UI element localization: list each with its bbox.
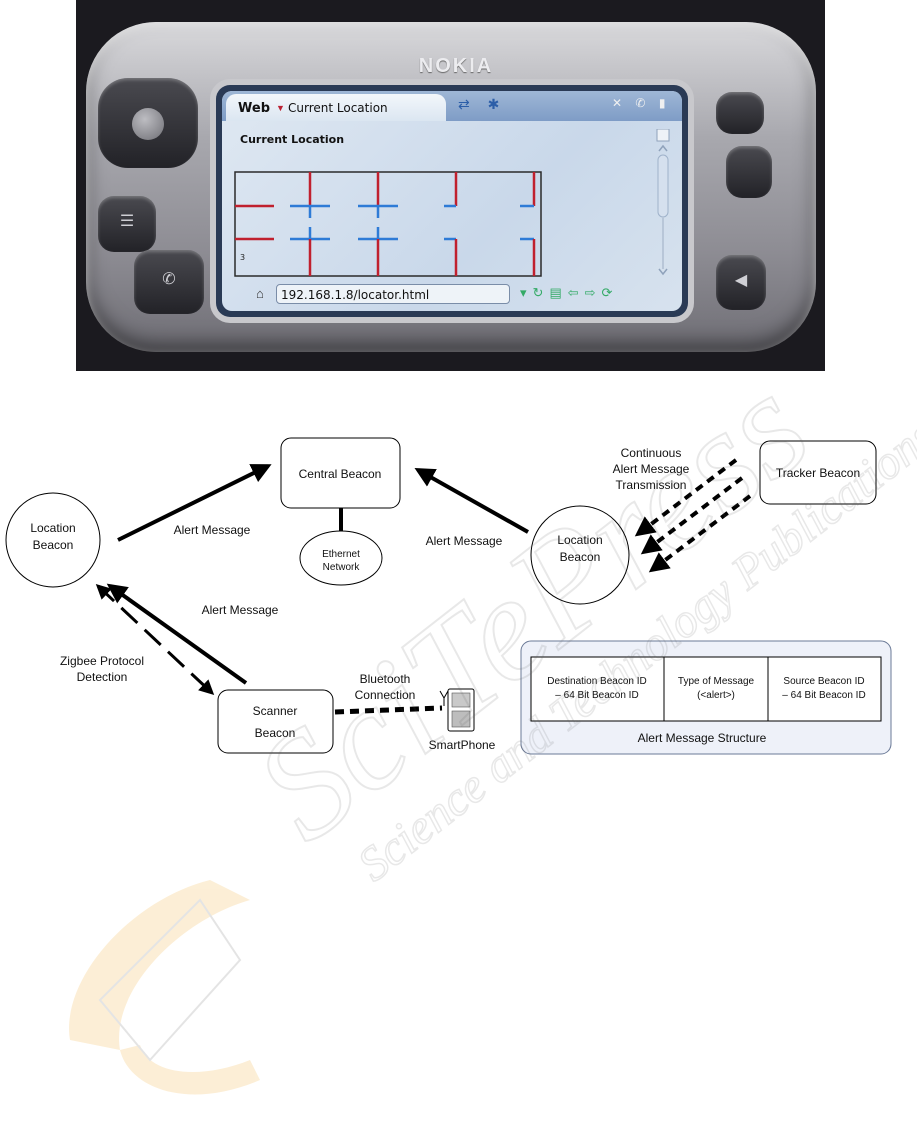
phone-icon: ✆	[162, 271, 176, 288]
scroll-down-icon	[658, 268, 668, 276]
scroll-up-icon	[658, 144, 668, 152]
dropdown-icon[interactable]: ▾	[520, 285, 533, 300]
scanner-beacon-label-1: Scanner	[253, 704, 298, 718]
network-diagram: Central Beacon Ethernet Network Location…	[5, 437, 892, 755]
smartphone-icon	[439, 688, 475, 732]
map-outline	[234, 171, 542, 277]
forward-icon[interactable]: ⇨	[584, 285, 602, 300]
reload-icon[interactable]: ↻	[532, 285, 550, 300]
navigation-pad-center[interactable]	[132, 108, 164, 140]
structure-table	[530, 656, 882, 722]
location-beacon-left-label-1: Location	[30, 521, 75, 535]
home-icon[interactable]: ⌂	[256, 286, 264, 301]
structure-cell-2-line-1: Type of Message	[678, 676, 755, 687]
scroll-corner-icon	[656, 129, 670, 142]
alert-label-left: Alert Message	[174, 523, 251, 537]
ethernet-node	[299, 530, 383, 586]
refresh-icon[interactable]: ⟳	[601, 285, 619, 300]
call-status-icon: ✆	[635, 96, 646, 110]
continuous-label-1: Continuous	[621, 446, 682, 460]
scrollbar[interactable]	[656, 129, 670, 281]
back-icon[interactable]: ⇦	[567, 285, 585, 300]
right-middle-key[interactable]	[726, 146, 772, 198]
location-beacon-left-node	[5, 492, 101, 588]
phone-screen: Web ▼ Current Location ⇄ ✱ ✕ ✆ ▮ Current…	[222, 91, 682, 311]
battery-icon: ▮	[658, 96, 666, 110]
location-beacon-left-label-2: Beacon	[33, 538, 74, 552]
arrow-left-icon: ◀	[734, 272, 748, 289]
dropdown-icon: ▼	[276, 103, 285, 113]
alert-label-right: Alert Message	[426, 534, 503, 548]
continuous-label-3: Transmission	[616, 478, 687, 492]
alert-arrow-right	[414, 468, 529, 534]
ethernet-label-2: Network	[323, 562, 361, 573]
address-bar: ⌂ 192.168.1.8/locator.html ▾↻▤⇦⇨⟳	[250, 284, 670, 306]
structure-cell-3-line-1: Source Beacon ID	[783, 676, 864, 687]
bookmark-icon[interactable]: ▤	[549, 285, 568, 300]
location-beacon-right-node	[530, 505, 630, 605]
brand-logo: NOKIA	[418, 55, 494, 77]
smartphone-label: SmartPhone	[429, 738, 496, 752]
zigbee-label-1: Zigbee Protocol	[60, 654, 144, 668]
transmission-arrow-1	[634, 458, 738, 537]
zigbee-label-2: Detection	[77, 670, 128, 684]
structure-cell-1-line-2: – 64 Bit Beacon ID	[555, 690, 638, 701]
tracker-beacon-label: Tracker Beacon	[776, 466, 860, 480]
right-bottom-key[interactable]: ◀	[716, 255, 766, 310]
connection-icon[interactable]: ⇄	[458, 96, 470, 112]
bluetooth-label-2: Connection	[355, 688, 416, 702]
signal-icon: ✕	[612, 96, 623, 110]
central-beacon-label: Central Beacon	[299, 467, 382, 481]
call-key[interactable]: ✆	[134, 250, 204, 314]
right-top-key[interactable]	[716, 92, 764, 134]
transmission-arrow-3	[648, 494, 752, 573]
alert-arrow-left	[117, 464, 272, 542]
location-beacon-right-label-1: Location	[557, 533, 602, 547]
url-input[interactable]: 192.168.1.8/locator.html	[276, 284, 510, 304]
menu-icon: ☰	[119, 213, 135, 230]
ethernet-label-1: Ethernet	[322, 549, 360, 560]
bluetooth-link	[334, 705, 443, 715]
continuous-label-2: Alert Message	[613, 462, 690, 476]
bluetooth-label-1: Bluetooth	[360, 672, 411, 686]
zigbee-arrow	[95, 583, 215, 696]
content-title: Current Location	[240, 133, 345, 146]
phone-photo: NOKIA ☰ ✆ ◀ Web ▼ Current Location ⇄ ✱ ✕…	[76, 0, 825, 371]
bluetooth-icon[interactable]: ✱	[487, 96, 500, 112]
tracker-beacon-node	[759, 440, 877, 505]
location-beacon-right-label-2: Beacon	[560, 550, 601, 564]
status-icons: ✕ ✆ ▮	[612, 96, 665, 110]
alert-arrow-scanner	[106, 583, 248, 685]
alert-label-scanner: Alert Message	[202, 603, 279, 617]
structure-cell-2-line-2: (<alert>)	[697, 690, 735, 701]
tab-web-title: Current Location	[288, 101, 388, 115]
tab-bar: Web ▼ Current Location ⇄ ✱ ✕ ✆ ▮	[222, 91, 682, 121]
menu-key[interactable]: ☰	[98, 196, 156, 252]
structure-title: Alert Message Structure	[638, 731, 767, 745]
structure-cell-3-line-2: – 64 Bit Beacon ID	[782, 690, 865, 701]
scanner-beacon-label-2: Beacon	[255, 726, 296, 740]
tab-icons: ⇄ ✱	[458, 96, 499, 113]
scroll-thumb	[657, 154, 669, 218]
scanner-beacon-node	[217, 689, 334, 754]
browser-nav-icons: ▾↻▤⇦⇨⟳	[520, 285, 618, 301]
structure-cell-1-line-1: Destination Beacon ID	[547, 676, 647, 687]
tab-web-label: Web	[238, 101, 270, 116]
tab-web[interactable]: Web ▼ Current Location	[226, 94, 446, 121]
map-marker: 3	[240, 253, 245, 262]
watermark-logo	[69, 880, 260, 1095]
floor-map: 3	[234, 171, 542, 277]
transmission-arrow-2	[640, 476, 744, 555]
